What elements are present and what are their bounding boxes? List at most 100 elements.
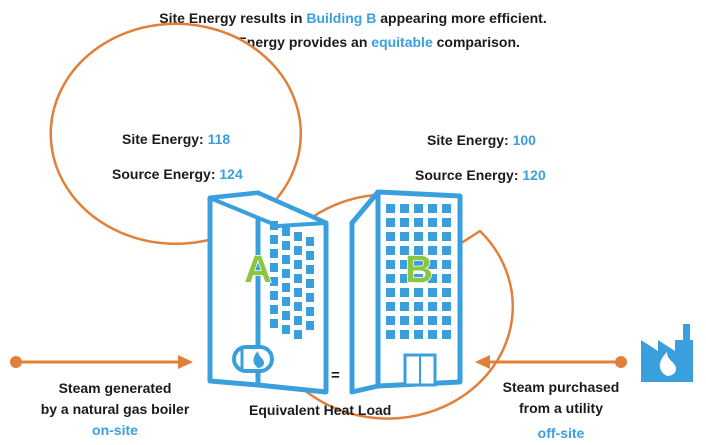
building-b-site-energy: Site Energy: 100: [427, 132, 536, 148]
header-line-1-end: appearing more efficient.: [376, 10, 547, 26]
window: [294, 274, 302, 283]
header-line-1: Site Energy results in Building B appear…: [0, 6, 706, 30]
window: [270, 263, 278, 272]
building-b-caption-line-1: Steam purchased: [502, 379, 620, 395]
building-a-letter: A: [244, 249, 271, 291]
header-line-2-highlight: equitable: [371, 34, 433, 50]
window: [400, 246, 409, 255]
window: [442, 260, 451, 269]
boiler-icon: [232, 345, 274, 373]
site-energy-value-b: 100: [512, 132, 536, 148]
window: [428, 302, 437, 311]
window: [442, 302, 451, 311]
window: [428, 274, 437, 283]
building-b-letter: B: [405, 249, 432, 291]
building-b-source-energy: Source Energy: 120: [415, 167, 546, 183]
window: [282, 241, 290, 250]
window: [442, 330, 451, 339]
window: [282, 269, 290, 278]
window: [428, 316, 437, 325]
arrow-right: [10, 355, 193, 369]
window: [414, 218, 423, 227]
site-energy-label-a: Site Energy:: [122, 131, 204, 147]
window: [386, 330, 395, 339]
window: [442, 288, 451, 297]
window: [442, 246, 451, 255]
window: [386, 274, 395, 283]
window: [414, 302, 423, 311]
window: [428, 232, 437, 241]
window: [306, 237, 314, 246]
window: [294, 232, 302, 241]
window: [428, 218, 437, 227]
window: [400, 288, 409, 297]
source-energy-label-b: Source Energy:: [415, 167, 519, 183]
window: [306, 265, 314, 274]
window: [442, 316, 451, 325]
window: [270, 319, 278, 328]
window: [294, 288, 302, 297]
window: [294, 330, 302, 339]
window: [414, 330, 423, 339]
window: [294, 260, 302, 269]
source-energy-value-b: 120: [522, 167, 546, 183]
window: [386, 232, 395, 241]
window: [386, 260, 395, 269]
window: [414, 260, 423, 269]
building-a-caption-line-1: Steam generated: [58, 380, 172, 396]
building-b-icon: [349, 189, 463, 395]
window: [282, 227, 290, 236]
window: [306, 251, 314, 260]
window: [400, 330, 409, 339]
arrow-left: [475, 355, 627, 369]
window: [442, 232, 451, 241]
building-a-caption: Steam generated by a natural gas boiler …: [4, 378, 226, 441]
window: [294, 316, 302, 325]
window: [270, 235, 278, 244]
window: [428, 260, 437, 269]
building-b-caption-line-3: off-site: [537, 425, 585, 441]
window: [270, 221, 278, 230]
source-energy-value-a: 124: [219, 166, 243, 182]
building-a-source-energy: Source Energy: 124: [112, 166, 243, 182]
building-a-caption-line-2: by a natural gas boiler: [40, 401, 190, 417]
window: [386, 246, 395, 255]
window: [428, 246, 437, 255]
window: [306, 321, 314, 330]
window: [270, 249, 278, 258]
window: [414, 232, 423, 241]
window: [306, 307, 314, 316]
window: [386, 302, 395, 311]
heat-load-label: Equivalent Heat Load: [249, 402, 392, 418]
window: [386, 204, 395, 213]
window: [270, 305, 278, 314]
window: [442, 218, 451, 227]
window: [414, 246, 423, 255]
header-line-2-end: comparison.: [432, 34, 520, 50]
header-line-1-text: Site Energy results in: [159, 10, 307, 26]
equals-sign: =: [331, 367, 340, 384]
window: [442, 204, 451, 213]
window: [414, 316, 423, 325]
window: [282, 297, 290, 306]
window: [400, 260, 409, 269]
building-a-site-energy: Site Energy: 118: [122, 131, 230, 147]
window: [386, 316, 395, 325]
window: [400, 302, 409, 311]
window: [282, 283, 290, 292]
building-b-caption: Steam purchased from a utility off-site: [486, 377, 636, 444]
window: [294, 246, 302, 255]
window: [386, 288, 395, 297]
window: [270, 277, 278, 286]
window: [270, 291, 278, 300]
window: [306, 293, 314, 302]
window: [428, 204, 437, 213]
factory-icon: [641, 324, 693, 382]
window: [400, 316, 409, 325]
window: [400, 204, 409, 213]
window: [282, 311, 290, 320]
window: [306, 279, 314, 288]
building-a-caption-line-3: on-site: [92, 422, 138, 438]
window: [386, 218, 395, 227]
